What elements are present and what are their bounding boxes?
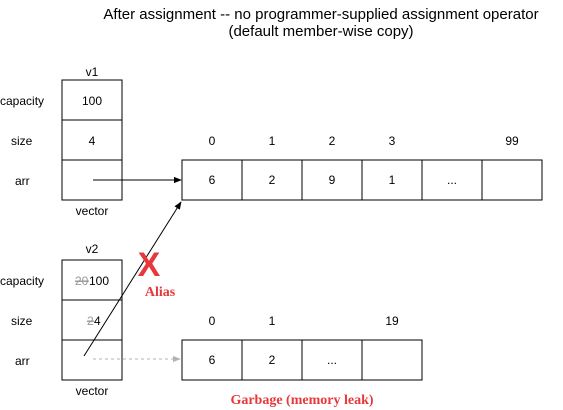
v2-struct	[61, 259, 123, 381]
array2-cell-value-1: 2	[269, 353, 276, 367]
array2-cell-3	[361, 339, 423, 381]
array2-index-3: 19	[385, 314, 399, 328]
array2-cell-0	[181, 339, 243, 381]
v2-capacity-label: capacity	[0, 274, 44, 288]
v1-capacity-label: capacity	[0, 94, 44, 108]
array1-cell-value-0: 6	[209, 173, 216, 187]
v2-arr-label: arr	[15, 354, 30, 368]
v1-size-label: size	[11, 134, 33, 148]
array2-index-0: 0	[209, 314, 216, 328]
array1-index-5: 99	[505, 134, 519, 148]
array1-index-3: 3	[389, 134, 396, 148]
v1-capacity-cell	[61, 79, 123, 121]
alias-x-icon: X	[138, 246, 161, 284]
array2-cell-2	[301, 339, 363, 381]
v2-arr-cell	[61, 339, 123, 381]
v1-arr-label: arr	[15, 174, 30, 188]
array1-cell-5	[481, 159, 543, 201]
garbage-label: Garbage (memory leak)	[230, 393, 373, 408]
v2-size-label: size	[11, 314, 33, 328]
title-line-2: (default member-wise copy)	[228, 23, 413, 40]
v2-size-value: 4	[94, 314, 101, 328]
array2-cell-value-2: ...	[327, 353, 337, 367]
v1-type-label: vector	[76, 204, 109, 218]
v1-capacity-value: 100	[82, 94, 102, 108]
array1-index-1: 1	[269, 134, 276, 148]
array1-cell-value-2: 9	[329, 173, 336, 187]
array1-cell-value-4: ...	[447, 173, 457, 187]
array-1: 6 0 2 1 9 2 1 3... 99	[181, 134, 543, 201]
alias-label: Alias	[145, 285, 176, 300]
array1-cell-4	[421, 159, 483, 201]
v1-size-cell	[61, 119, 123, 161]
array2-cell-value-0: 6	[209, 353, 216, 367]
v2-capacity-value: 100	[89, 274, 109, 288]
v2-type-label: vector	[76, 384, 109, 398]
title-line-1: After assignment -- no programmer-suppli…	[103, 6, 538, 23]
array1-index-0: 0	[209, 134, 216, 148]
v2-size-cell	[61, 299, 123, 341]
array1-cell-value-3: 1	[389, 173, 396, 187]
array1-index-2: 2	[329, 134, 336, 148]
array1-cell-value-1: 2	[269, 173, 276, 187]
v1-name: v1	[86, 65, 99, 79]
array1-cell-3	[361, 159, 423, 201]
array1-cell-1	[241, 159, 303, 201]
array2-index-1: 1	[269, 314, 276, 328]
array2-cell-1	[241, 339, 303, 381]
v2-arr-alias-pointer	[83, 201, 182, 357]
v1-size-value: 4	[89, 134, 96, 148]
array-2: 6 0 2 1... 19	[181, 314, 423, 381]
v2-name: v2	[86, 242, 99, 256]
array1-cell-2	[301, 159, 363, 201]
